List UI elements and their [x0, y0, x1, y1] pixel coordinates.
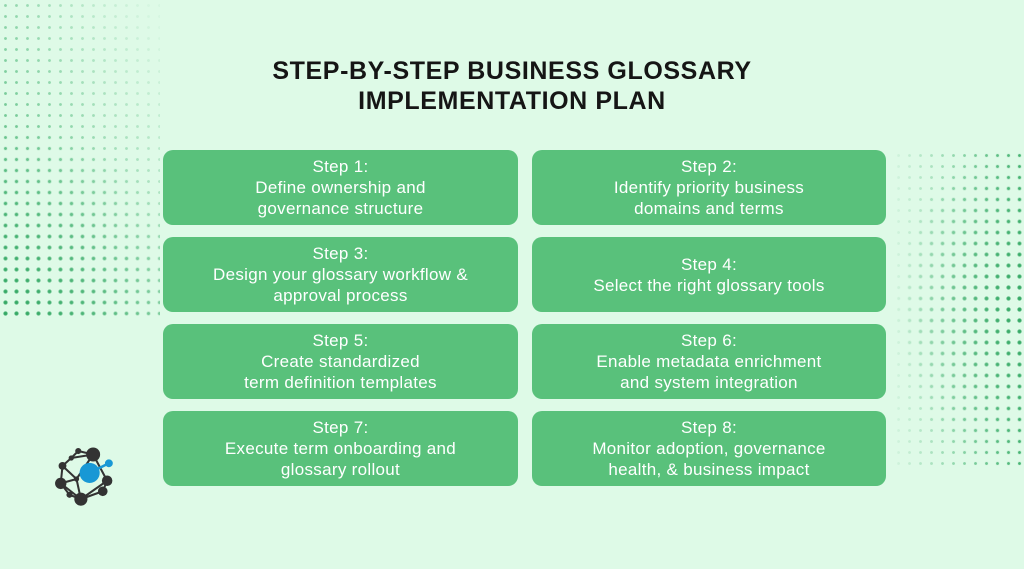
step-line: governance structure — [257, 199, 424, 218]
step-line: Monitor adoption, governance — [592, 439, 826, 458]
step-line: term definition templates — [244, 373, 437, 392]
dot-pattern-right — [893, 150, 1024, 466]
step-label: Step 4: — [681, 254, 737, 274]
step-label: Step 3: — [312, 244, 369, 263]
step-line: Create standardized — [261, 352, 420, 371]
page-title-line1: STEP-BY-STEP BUSINESS GLOSSARY — [272, 57, 752, 85]
step-line: and system integration — [620, 373, 798, 392]
step-line: approval process — [273, 286, 408, 305]
step-line: domains and terms — [634, 199, 784, 218]
step-label: Step 2: — [681, 157, 737, 176]
step-card-6: Step 6: Enable metadata enrichment and s… — [532, 324, 886, 399]
step-card-1: Step 1: Define ownership and governance … — [163, 150, 518, 225]
page-title-line2: IMPLEMENTATION PLAN — [358, 87, 666, 115]
dot-pattern-left-strong — [0, 0, 160, 322]
step-card-7: Step 7: Execute term onboarding and glos… — [163, 411, 518, 486]
step-line: Select the right glossary tools — [593, 275, 825, 295]
network-graph-logo-icon — [55, 447, 113, 506]
step-card-4: Step 4: Select the right glossary tools — [532, 237, 886, 312]
step-line: Design your glossary workflow & — [213, 265, 468, 284]
step-label: Step 5: — [312, 331, 369, 350]
page-title: STEP-BY-STEP BUSINESS GLOSSARY IMPLEMENT… — [0, 56, 1024, 116]
step-line: Identify priority business — [613, 178, 805, 197]
step-line: Define ownership and — [255, 178, 426, 197]
step-card-2: Step 2: Identify priority business domai… — [532, 150, 886, 225]
dot-pattern-left — [0, 0, 160, 322]
step-label: Step 6: — [681, 331, 737, 350]
step-line: glossary rollout — [280, 460, 401, 479]
step-card-5: Step 5: Create standardized term definit… — [163, 324, 518, 399]
step-label: Step 7: — [312, 418, 369, 437]
step-line: Execute term onboarding and — [224, 439, 457, 458]
step-line: health, & business impact — [608, 460, 810, 479]
step-card-3: Step 3: Design your glossary workflow & … — [163, 237, 518, 312]
dot-pattern-right-strong — [893, 150, 1024, 466]
steps-grid: Step 1: Define ownership and governance … — [163, 150, 886, 486]
step-label: Step 1: — [312, 157, 369, 176]
step-label: Step 8: — [681, 418, 737, 437]
step-line: Enable metadata enrichment — [596, 352, 822, 371]
step-card-8: Step 8: Monitor adoption, governance hea… — [532, 411, 886, 486]
